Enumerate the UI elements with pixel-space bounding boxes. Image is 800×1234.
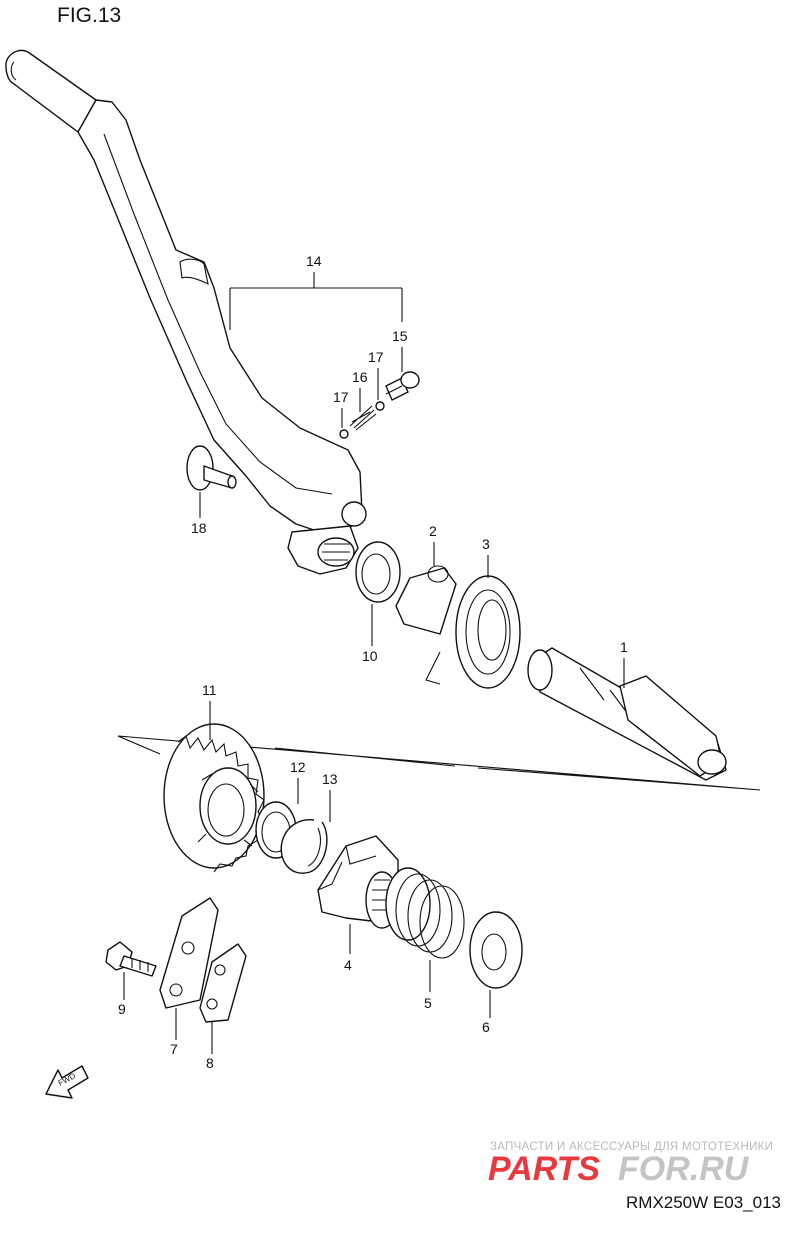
callout-15: 15 bbox=[392, 328, 408, 344]
callout-10: 10 bbox=[362, 648, 378, 664]
circlip-13: 13 bbox=[280, 771, 338, 874]
svg-text:14: 14 bbox=[306, 253, 322, 269]
figure-title: FIG.13 bbox=[57, 4, 121, 27]
callout-18: 18 bbox=[191, 520, 207, 536]
ratchet-spring-5: 5 bbox=[385, 867, 465, 1011]
shaft-axis-line bbox=[117, 735, 761, 791]
oil-seal-10: 10 bbox=[355, 541, 401, 664]
stopper-8: 8 bbox=[199, 943, 247, 1071]
kick-shaft-1: 1 bbox=[527, 639, 727, 781]
watermark: ЗАПЧАСТИ И АКСЕССУАРЫ ДЛЯ МОТОТЕХНИКИ PA… bbox=[488, 1141, 773, 1188]
fwd-arrow: FWD bbox=[45, 1065, 89, 1099]
kick-gear-11: 11 bbox=[163, 682, 265, 873]
callout-13: 13 bbox=[322, 771, 338, 787]
spring-16-ball-17: 16 17 17 bbox=[333, 349, 385, 439]
callout-17-upper: 17 bbox=[368, 349, 384, 365]
washer-6: 6 bbox=[469, 911, 523, 1035]
callout-17-lower: 17 bbox=[333, 389, 349, 405]
callout-16: 16 bbox=[352, 369, 368, 385]
watermark-logo-for: FOR.RU bbox=[618, 1150, 750, 1188]
stud-18: 18 bbox=[186, 445, 237, 536]
callout-8: 8 bbox=[206, 1055, 214, 1071]
callout-5: 5 bbox=[424, 995, 432, 1011]
bolt-15: 15 bbox=[385, 328, 420, 401]
callout-3: 3 bbox=[482, 536, 490, 552]
callout-2: 2 bbox=[429, 523, 437, 539]
callout-6: 6 bbox=[482, 1019, 490, 1035]
callout-9: 9 bbox=[118, 1001, 126, 1017]
watermark-logo-parts: PARTS bbox=[488, 1150, 600, 1188]
watermark-top-text: ЗАПЧАСТИ И АКСЕССУАРЫ ДЛЯ МОТОТЕХНИКИ bbox=[490, 1141, 773, 1153]
guide-7: 7 bbox=[159, 897, 219, 1057]
callout-11: 11 bbox=[202, 682, 217, 698]
callout-7: 7 bbox=[170, 1041, 178, 1057]
callout-12: 12 bbox=[290, 759, 306, 775]
callout-1: 1 bbox=[620, 639, 628, 655]
kick-starter-lever bbox=[5, 49, 367, 575]
bolt-9: 9 bbox=[105, 941, 157, 1017]
callout-4: 4 bbox=[344, 957, 352, 973]
return-spring-3: 3 bbox=[425, 536, 521, 689]
bushing-2: 2 bbox=[395, 523, 457, 635]
model-code: RMX250W E03_013 bbox=[626, 1193, 781, 1212]
callout-14: 14 bbox=[229, 253, 403, 330]
